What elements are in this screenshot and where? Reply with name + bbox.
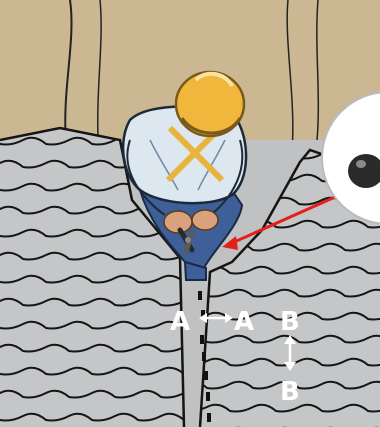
seam-clip-mark	[207, 413, 211, 422]
seam-clip-mark	[206, 392, 210, 401]
seam-clip-mark	[202, 352, 206, 361]
seam-clip-mark	[198, 291, 202, 300]
label-b-top: B	[280, 307, 300, 337]
label-a-right: A	[234, 307, 254, 337]
detail-clip-knob-highlight	[356, 160, 366, 168]
worker-hand-right	[192, 210, 218, 230]
label-b-bottom: B	[280, 377, 300, 407]
seam-clip-mark	[204, 371, 208, 380]
seam-clip-mark	[200, 335, 204, 344]
label-a-left: A	[170, 307, 190, 337]
